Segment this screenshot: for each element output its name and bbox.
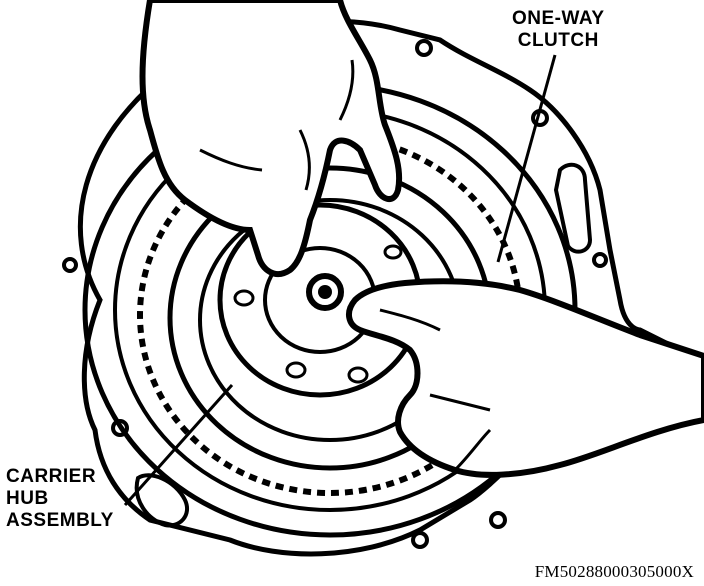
one-way-clutch-leader: [496, 54, 557, 263]
upper-hand-creases: [199, 59, 355, 191]
upper-hand: [139, 0, 403, 277]
one-way-clutch-label-line1: ONE-WAY: [512, 8, 605, 29]
lower-hand: [346, 278, 704, 478]
carrier-hub-label-line1: CARRIER: [6, 466, 97, 487]
carrier-hub-assembly-label: CARRIER HUB ASSEMBLY: [6, 466, 114, 532]
carrier-hub-leader: [123, 384, 234, 506]
carrier-hub-label-line2: HUB: [6, 488, 49, 509]
one-way-clutch-label: ONE-WAY CLUTCH: [512, 8, 605, 52]
mounting-pad: [134, 473, 189, 528]
figure-code: FM50288000305000X: [534, 562, 694, 581]
housing-bolt-holes: [62, 39, 608, 549]
housing-slot: [553, 162, 593, 254]
lower-hand-creases: [379, 308, 492, 472]
one-way-clutch-label-line2: CLUTCH: [517, 30, 599, 51]
carrier-hub-label-line3: ASSEMBLY: [6, 510, 114, 531]
